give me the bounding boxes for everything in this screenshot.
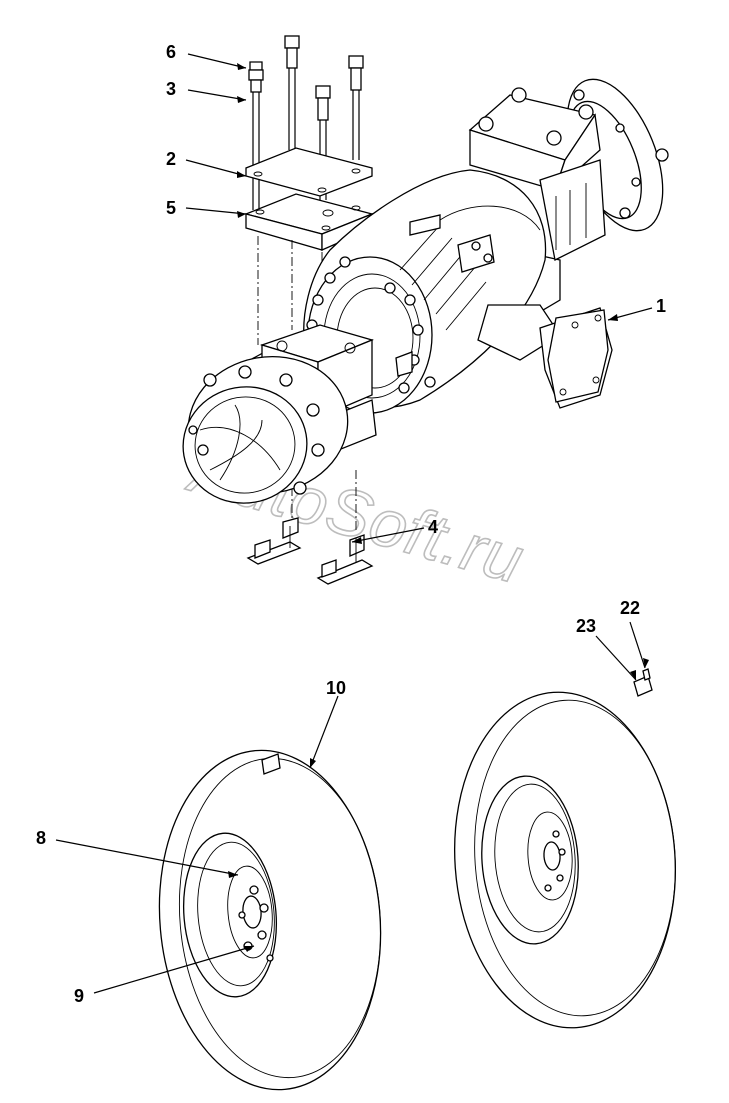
callout-6: 6 [166, 42, 176, 62]
lower-clamp-plates [246, 517, 374, 585]
callout-23: 23 [576, 616, 596, 636]
callout-5: 5 [166, 198, 176, 218]
callout-2: 2 [166, 149, 176, 169]
callout-1: 1 [656, 296, 666, 316]
callout-22: 22 [620, 598, 640, 618]
callout-4: 4 [428, 517, 438, 537]
callout-9: 9 [74, 986, 84, 1006]
leader-lines [55, 53, 653, 994]
right-wheel [453, 691, 677, 1029]
drive-axle [182, 78, 669, 504]
left-wheel [158, 749, 382, 1091]
small-parts [633, 668, 653, 697]
callout-10: 10 [326, 678, 346, 698]
clamp-plate [245, 147, 373, 197]
callouts: 6 3 2 5 1 4 22 23 10 8 9 [36, 42, 666, 1006]
callout-3: 3 [166, 79, 176, 99]
callout-8: 8 [36, 828, 46, 848]
leader-arrows [228, 63, 649, 952]
